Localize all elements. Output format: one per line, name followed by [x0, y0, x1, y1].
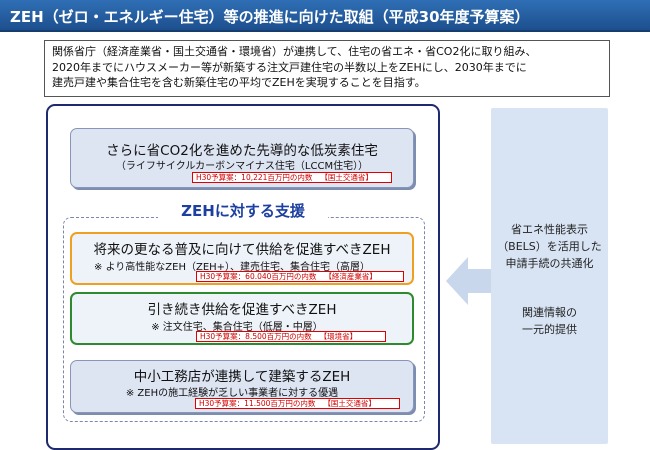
- lccm-title: さらに省CO2化を進めた先導的な低炭素住宅: [106, 143, 378, 159]
- support-label: ZEHに対する支援: [158, 200, 328, 222]
- budget-amount: H30予算案：8.500百万円の内数: [200, 332, 312, 341]
- support-item-zeh: 引き続き供給を促進すべきZEH ※ 注文住宅、集合住宅（低層・中層） H30予算…: [70, 292, 414, 345]
- support-item-title: 将来の更なる普及に向けて供給を促進すべきZEH: [93, 242, 391, 258]
- support-item-note: ※ より高性能なZEH（ZEH+）、建売住宅、集合住宅（高層）: [93, 262, 371, 273]
- support-item-note: ※ ZEHの施工経験が乏しい事業者に対する優遇: [125, 388, 339, 399]
- support-item-budget: H30予算案：11.500百万円の内数【国土交通省】: [195, 398, 400, 409]
- support-item-budget: H30予算案：60.040百万円の内数【経済産業省】: [196, 271, 404, 282]
- budget-amount: H30予算案：60.040百万円の内数: [200, 272, 317, 281]
- intro-line: 2020年までにハウスメーカー等が新築する注文戸建住宅の半数以上をZEHにし、2…: [52, 60, 527, 74]
- side-panel-line: 関連情報の: [522, 306, 577, 319]
- support-item-title: 中小工務店が連携して建築するZEH: [133, 369, 351, 385]
- budget-agency: 【環境省】: [319, 332, 358, 341]
- budget-agency: 【国土交通省】: [323, 399, 376, 408]
- side-panel-line: 省エネ性能表示: [511, 223, 588, 236]
- lccm-box: さらに省CO2化を進めた先導的な低炭素住宅 （ライフサイクルカーボンマイナス住宅…: [70, 128, 414, 188]
- side-panel-line: 一元的提供: [522, 323, 577, 336]
- intro-text-box: 関係省庁（経済産業省・国土交通省・環境省）が連携して、住宅の省エネ・省CO2化に…: [44, 40, 610, 97]
- page-title: ZEH（ゼロ・エネルギー住宅）等の推進に向けた取組（平成30年度予算案）: [0, 0, 650, 32]
- left-arrow-icon: [446, 257, 494, 305]
- lccm-subtitle: （ライフサイクルカーボンマイナス住宅（LCCM住宅））: [115, 161, 369, 172]
- side-panel-line: 申請手続の共通化: [505, 257, 594, 270]
- intro-line: 建売戸建や集合住宅を含む新築住宅の平均でZEHを実現することを目指す。: [52, 76, 426, 89]
- support-item-note: ※ 注文住宅、集合住宅（低層・中層）: [151, 322, 323, 333]
- support-item-title: 引き続き供給を促進すべきZEH: [147, 302, 337, 318]
- support-item-zeh-plus: 将来の更なる普及に向けて供給を促進すべきZEH ※ より高性能なZEH（ZEH+…: [70, 232, 414, 285]
- support-item-budget: H30予算案：8.500百万円の内数【環境省】: [196, 331, 386, 342]
- budget-amount: H30予算案：10,221百万円の内数: [196, 173, 313, 182]
- side-panel: 省エネ性能表示 （BELS）を活用した 申請手続の共通化 関連情報の 一元的提供: [491, 108, 608, 444]
- budget-agency: 【国土交通省】: [320, 173, 373, 182]
- lccm-budget: H30予算案：10,221百万円の内数【国土交通省】: [192, 172, 392, 183]
- budget-agency: 【経済産業省】: [324, 272, 377, 281]
- intro-line: 関係省庁（経済産業省・国土交通省・環境省）が連携して、住宅の省エネ・省CO2化に…: [52, 45, 537, 58]
- side-panel-line: （BELS）を活用した: [497, 240, 602, 253]
- support-item-builders: 中小工務店が連携して建築するZEH ※ ZEHの施工経験が乏しい事業者に対する優…: [70, 360, 414, 413]
- budget-amount: H30予算案：11.500百万円の内数: [199, 399, 316, 408]
